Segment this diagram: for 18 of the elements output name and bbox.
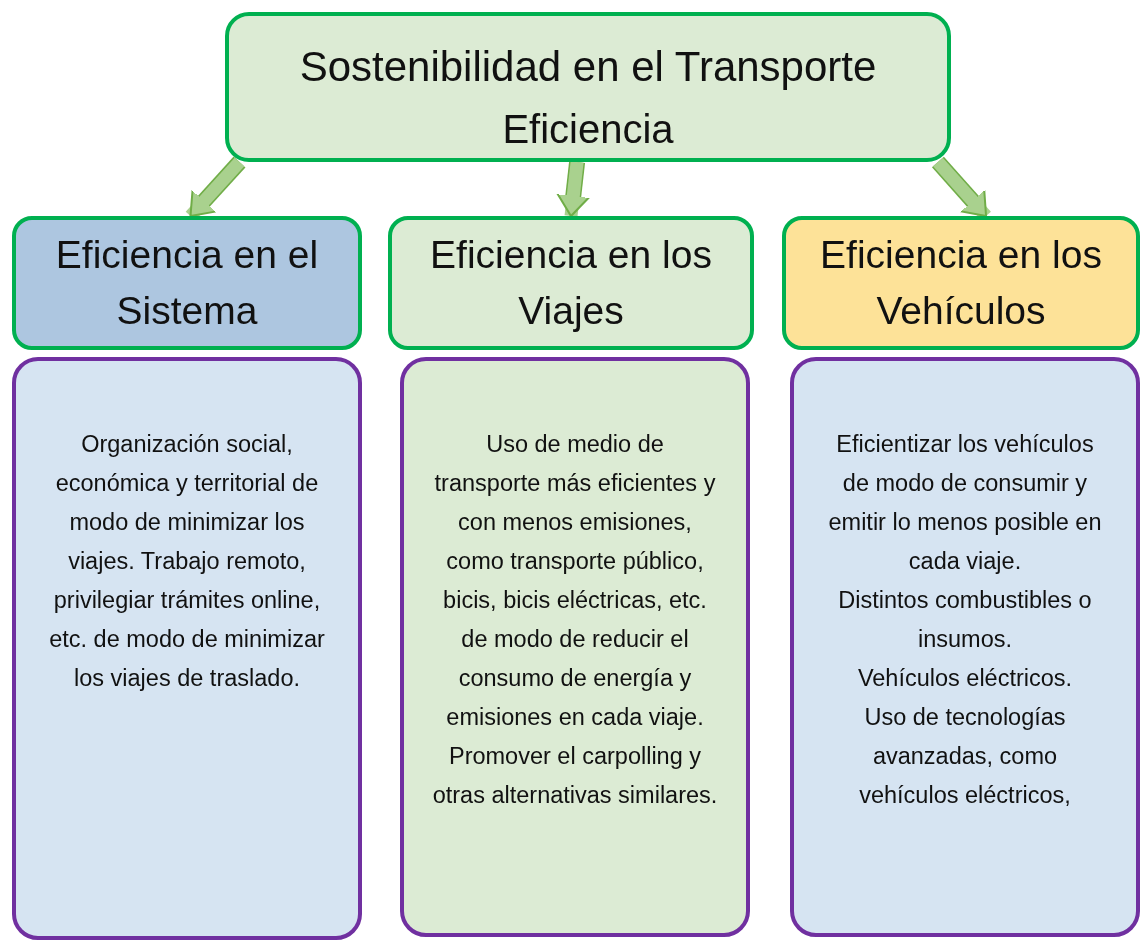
title-box xyxy=(225,12,951,162)
description-text: Uso de tecnologías avanzadas, como vehículos eléctricos, xyxy=(858,703,1072,810)
description-text: Uso de medio de transporte más eficientes y con menos emisiones, como transporte público, bicis, bicis eléctricas, etc. de modo de reducir el consumo de energía y emisiones en cada viaje. Promover el carpolling y otras alternativas similares. xyxy=(432,430,718,810)
description-text: Eficientizar los vehículos de modo de consumir y emitir lo menos posible en cada viaje. xyxy=(827,430,1103,576)
category-box xyxy=(388,216,754,350)
description-box xyxy=(790,357,1140,937)
category-heading: Eficiencia en los Vehículos xyxy=(819,232,1103,334)
description-text: Vehículos eléctricos. xyxy=(857,664,1073,693)
description-text: Organización social, económica y territorial de modo de minimizar los viajes. Trabajo remoto, privilegiar trámites online, etc. de modo de minimizar los viajes de traslado. xyxy=(48,430,326,693)
box-heading: Sostenibilidad en el Transporte xyxy=(299,42,877,92)
box-heading: Eficiencia xyxy=(502,106,674,153)
category-box xyxy=(12,216,362,350)
description-box xyxy=(12,357,362,940)
description-box xyxy=(400,357,750,937)
category-heading: Eficiencia en los Viajes xyxy=(429,232,713,334)
category-box xyxy=(782,216,1140,350)
category-heading: Eficiencia en el Sistema xyxy=(54,232,320,334)
description-text: Distintos combustibles o insumos. xyxy=(837,586,1093,654)
